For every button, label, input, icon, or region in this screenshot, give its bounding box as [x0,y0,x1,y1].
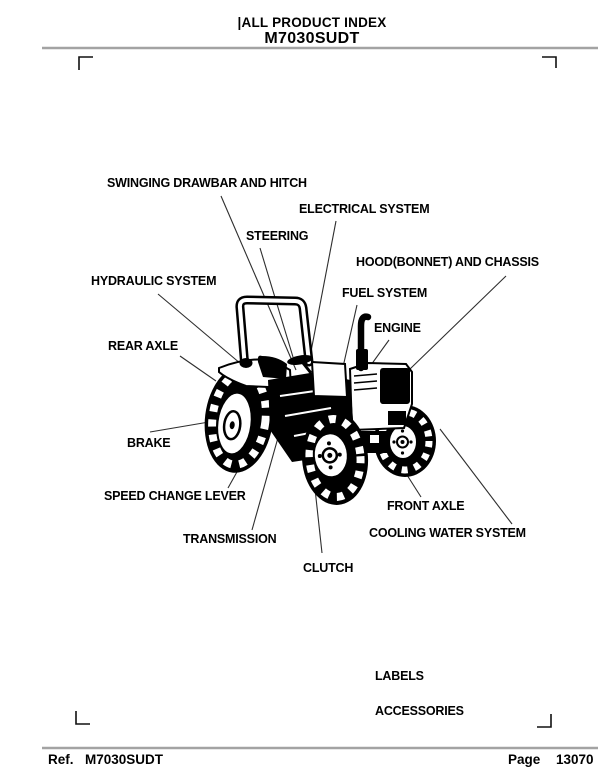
exhaust-muffler [356,313,372,372]
callout-label-swinging-drawbar-and-hitch[interactable]: SWINGING DRAWBAR AND HITCH [107,176,307,190]
leader-line-cooling-water-system [439,428,513,525]
callout-label-accessories[interactable]: ACCESSORIES [375,704,464,718]
hood [348,361,413,432]
leader-line-swinging-drawbar-and-hitch [220,195,297,371]
fuel-tank [310,360,349,399]
callout-label-transmission[interactable]: TRANSMISSION [183,532,277,546]
callout-label-brake[interactable]: BRAKE [127,436,171,450]
rear-wheel [204,365,274,473]
model-title: M7030SUDT [264,30,360,47]
footer-page-value: 13070 [556,752,594,767]
front-grille [388,411,406,425]
leader-line-hood-bonnet-and-chassis [409,275,507,370]
leader-line-engine [370,339,390,366]
footer-ref-label: Ref. [48,752,74,767]
crop-mark-bottom-right [537,714,552,728]
tractor-illustration [204,295,436,505]
callout-label-steering[interactable]: STEERING [246,229,309,243]
footer-page-label: Page [508,752,541,767]
crop-mark-bottom-left [75,711,90,725]
footer-ref-value: M7030SUDT [85,752,164,767]
seat [257,355,287,379]
leader-line-front-axle [406,474,422,498]
callout-label-rear-axle[interactable]: REAR AXLE [108,339,178,353]
callout-label-speed-change-lever[interactable]: SPEED CHANGE LEVER [104,489,246,503]
leader-line-electrical-system [308,220,337,363]
callout-label-electrical-system[interactable]: ELECTRICAL SYSTEM [299,202,430,216]
callout-label-fuel-system[interactable]: FUEL SYSTEM [342,286,428,300]
steering-wheel [287,355,313,374]
leader-line-brake [149,421,210,433]
side-grille [380,368,410,404]
page-title: |ALL PRODUCT INDEX [237,15,387,30]
callout-label-engine[interactable]: ENGINE [374,321,421,335]
crop-mark-top-right [542,56,557,68]
callout-label-hood-bonnet-and-chassis[interactable]: HOOD(BONNET) AND CHASSIS [356,255,539,269]
leader-line-rear-axle [179,355,217,382]
front-left-wheel [301,411,369,505]
callout-label-cooling-water-system[interactable]: COOLING WATER SYSTEM [369,526,526,540]
hydraulic-knob [239,358,253,368]
leader-line-hydraulic-system [157,293,242,365]
leader-line-transmission [251,426,282,531]
crop-mark-top-left [78,56,93,70]
callout-label-labels[interactable]: LABELS [375,669,424,683]
callout-label-hydraulic-system[interactable]: HYDRAULIC SYSTEM [91,274,217,288]
callout-label-clutch[interactable]: CLUTCH [303,561,354,575]
callout-label-front-axle[interactable]: FRONT AXLE [387,499,465,513]
rops-roll-bar [235,295,314,373]
